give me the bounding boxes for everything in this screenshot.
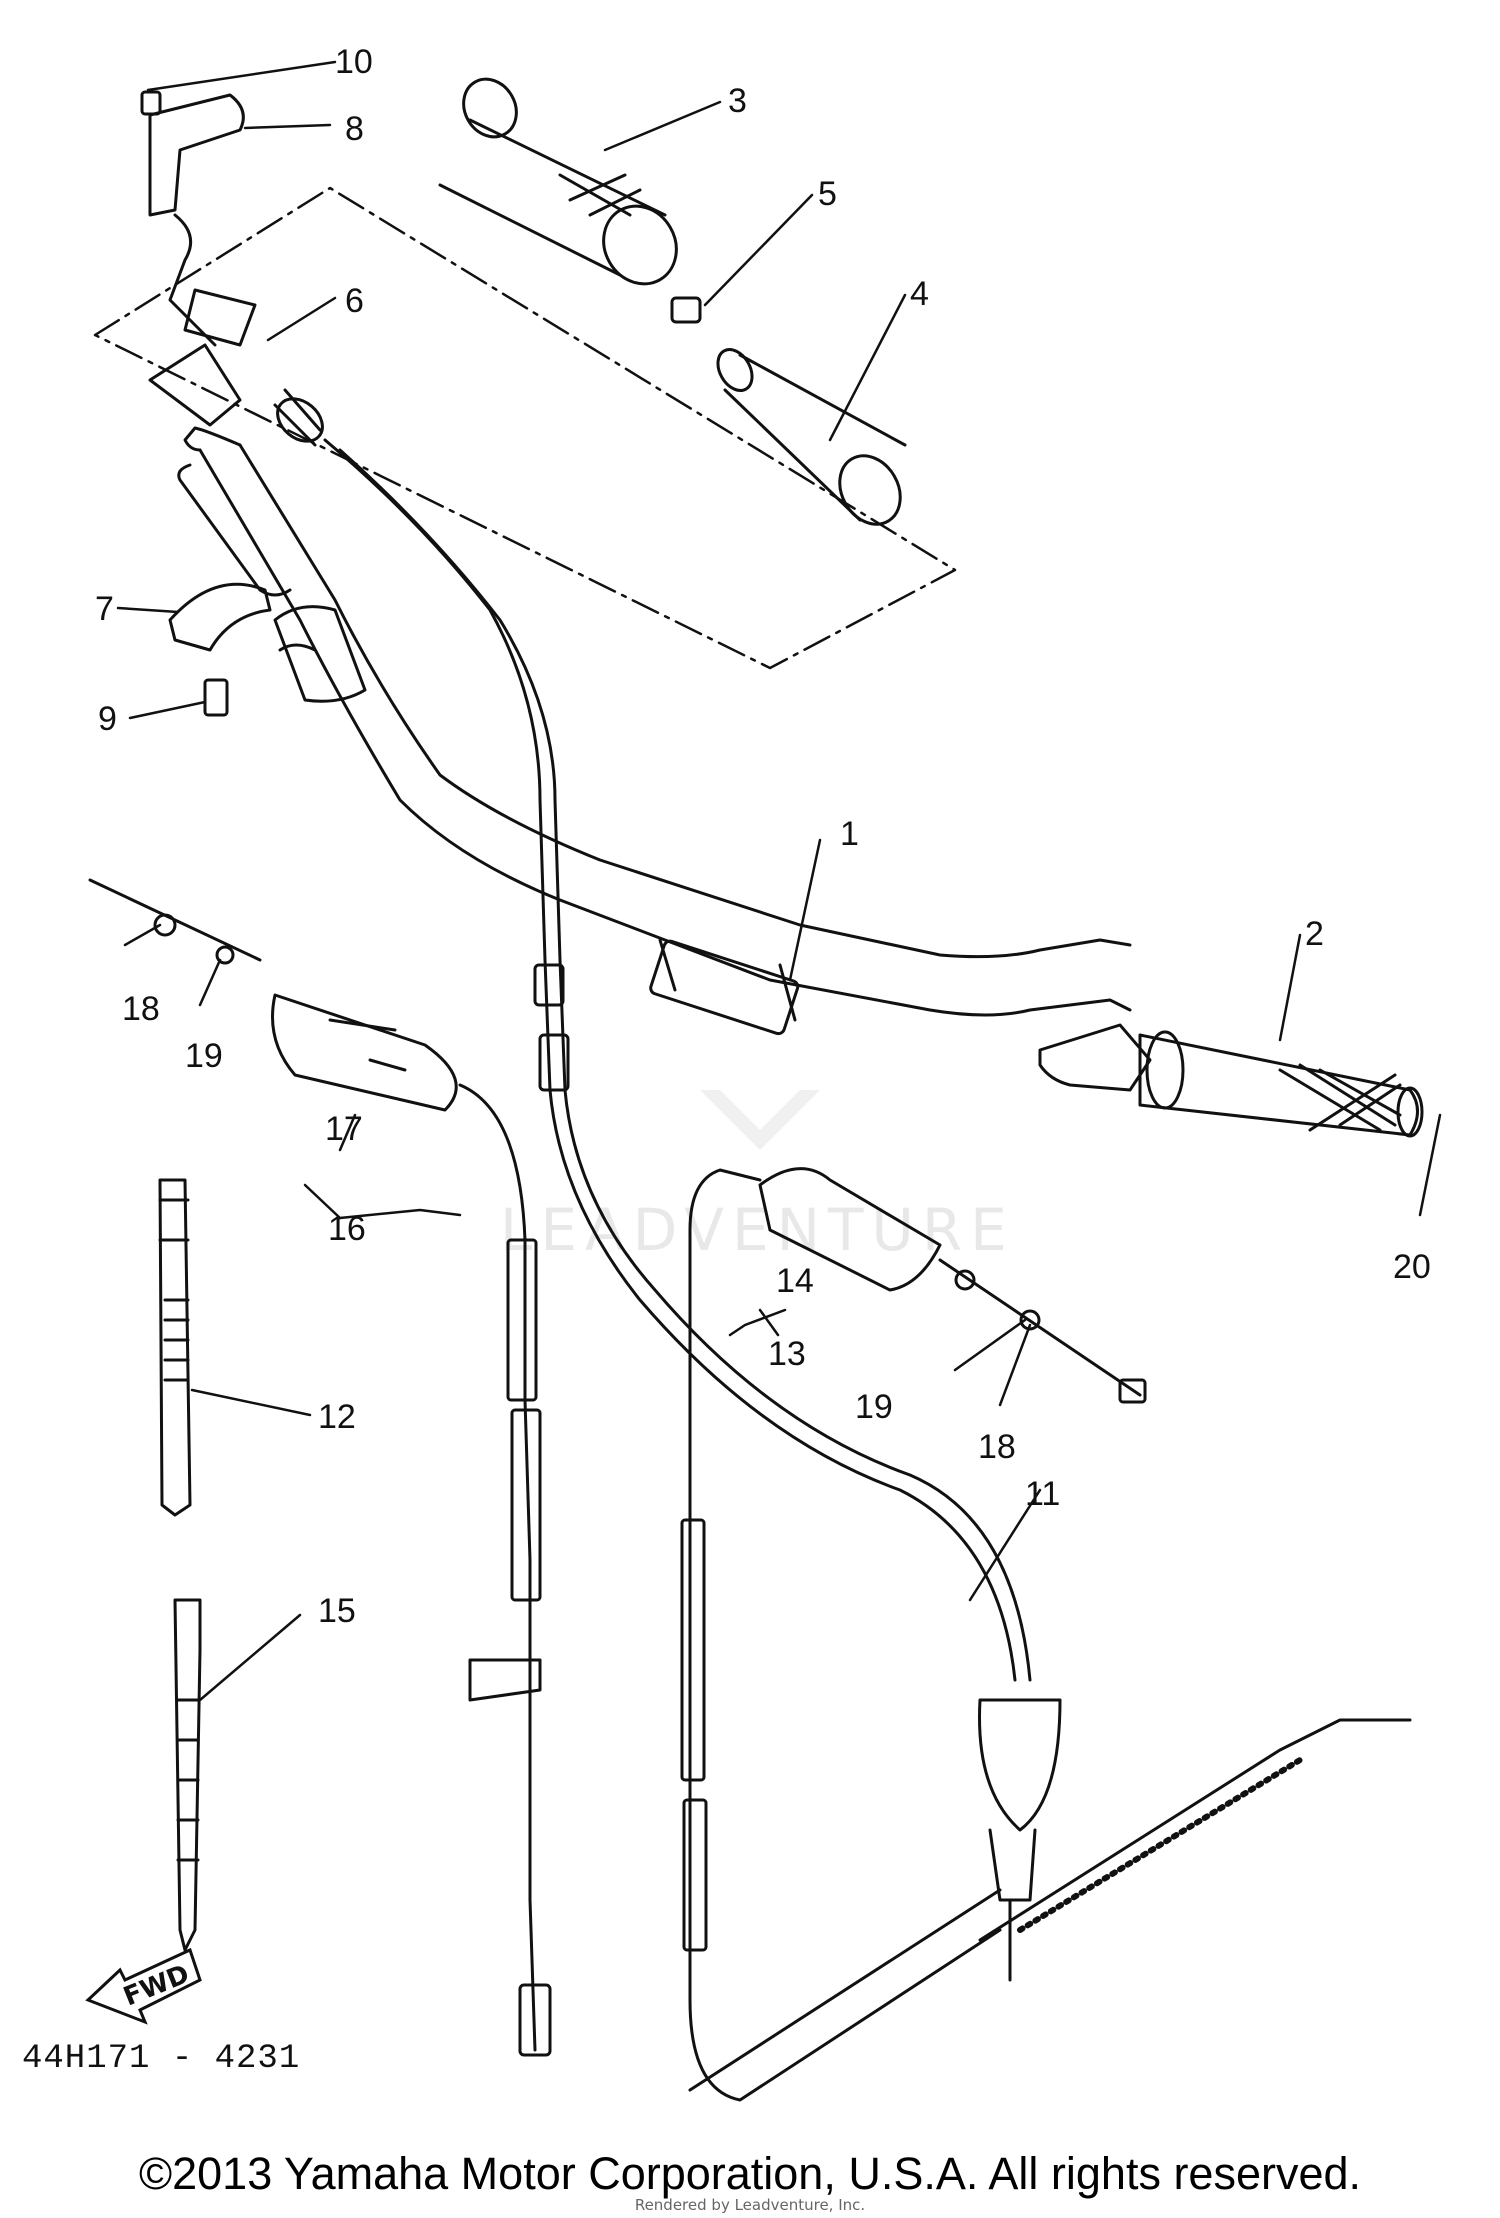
part-label-9: 9 [98, 700, 117, 738]
part-label-7: 7 [95, 590, 114, 628]
watermark-text: LEADVENTURE [500, 1196, 1015, 1264]
part-label-2: 2 [1305, 915, 1324, 953]
clamp-bolt [203, 678, 229, 717]
handlebar-left-end [177, 463, 292, 597]
part-label-11: 11 [1025, 1475, 1060, 1513]
part-label-14: 14 [776, 1262, 814, 1300]
throttle-housing [148, 288, 324, 447]
part-label-20: 20 [1393, 1248, 1431, 1286]
cable-tie-12 [158, 1178, 192, 1517]
part-label-13: 13 [768, 1335, 806, 1373]
part-label-6: 6 [345, 282, 364, 320]
handlebar [183, 426, 1132, 1036]
left-grip [1138, 1030, 1424, 1138]
part-label-4: 4 [910, 275, 929, 313]
decomp-lever [88, 878, 458, 1112]
cable-tie-15 [173, 1598, 202, 1952]
decomp-cable [458, 1083, 552, 2057]
grip-end-nut [670, 296, 702, 324]
throttle-tube [716, 348, 907, 526]
clutch-holder [1038, 1023, 1152, 1092]
throttle-grip [438, 77, 678, 286]
part-label-15: 15 [318, 1592, 356, 1630]
leader-lines [116, 60, 1442, 1702]
part-label-5: 5 [818, 175, 837, 213]
part-label-12: 12 [318, 1398, 356, 1436]
part-label-18-left: 18 [122, 990, 160, 1028]
watermark: LEADVENTURE [500, 1090, 1015, 1264]
throttle-cable [323, 438, 1062, 1982]
handlebar-mount-boss [273, 605, 367, 703]
part-label-3: 3 [728, 82, 747, 120]
copyright-notice: ©2013 Yamaha Motor Corporation, U.S.A. A… [138, 2148, 1362, 2199]
part-label-19-left: 19 [185, 1037, 223, 1075]
part-label-18-right: 18 [978, 1428, 1016, 1466]
part-label-19-right: 19 [855, 1388, 893, 1426]
part-label-10: 10 [335, 43, 373, 81]
part-label-16: 16 [328, 1210, 366, 1248]
fwd-arrow: FWD [85, 1947, 202, 2025]
upper-clamp [168, 582, 272, 652]
exploded-view-box [93, 186, 957, 670]
hot-starter-cable [680, 1168, 1002, 2102]
diagram-code: 44H171 - 4231 [22, 2040, 301, 2078]
hot-starter-lever [758, 1167, 1147, 1404]
part-label-1: 1 [840, 815, 859, 853]
part-label-17: 17 [325, 1110, 363, 1148]
render-credit: Rendered by Leadventure, Inc. [634, 2196, 866, 2214]
cable-guide [140, 90, 245, 347]
part-labels: 10 8 3 5 4 6 7 9 1 2 18 19 17 16 14 13 2… [95, 43, 1431, 1630]
choke-cable [688, 1718, 1412, 2092]
part-label-8: 8 [345, 110, 364, 148]
